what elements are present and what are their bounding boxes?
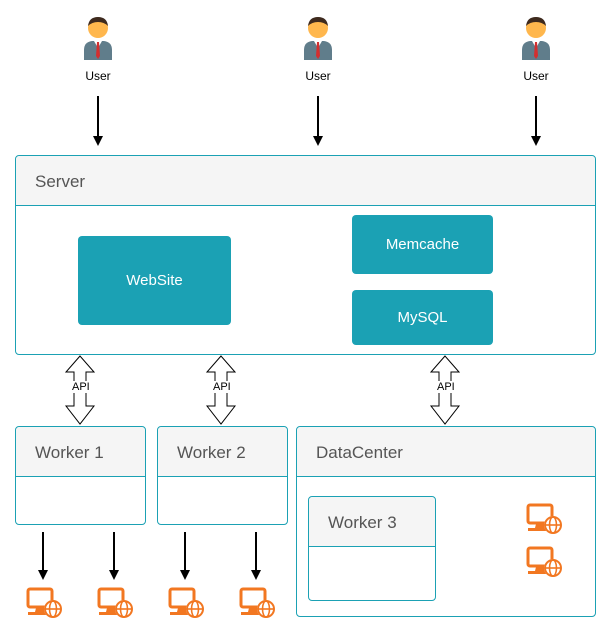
user-node: User	[496, 14, 576, 86]
user-icon	[522, 17, 550, 60]
worker-2-panel: Worker 2	[157, 426, 288, 525]
api-label: API	[71, 381, 91, 393]
worker-1-header: Worker 1	[16, 427, 145, 477]
user-icon	[304, 17, 332, 60]
memcache-box: Memcache	[352, 215, 493, 274]
user-label: User	[523, 69, 549, 83]
worker-3-title: Worker 3	[328, 513, 397, 532]
worker-3-header: Worker 3	[309, 497, 435, 547]
worker-1-title: Worker 1	[35, 443, 104, 462]
computer-globe-icon	[168, 587, 204, 618]
user-label: User	[305, 69, 331, 83]
worker-2-header: Worker 2	[158, 427, 287, 477]
website-box: WebSite	[78, 236, 231, 325]
server-title: Server	[35, 172, 86, 191]
server-header: Server	[16, 156, 595, 206]
user-label: User	[85, 69, 111, 83]
computer-globe-icon	[26, 587, 62, 618]
mysql-box: MySQL	[352, 290, 493, 345]
worker-1-panel: Worker 1	[15, 426, 146, 525]
computer-globe-icon	[97, 587, 133, 618]
user-icon	[84, 17, 112, 60]
worker-2-title: Worker 2	[177, 443, 246, 462]
user-node: User	[58, 14, 138, 86]
datacenter-header: DataCenter	[297, 427, 595, 477]
computer-globe-icon	[526, 546, 562, 577]
user-node: User	[278, 14, 358, 86]
api-label: API	[212, 381, 232, 393]
worker-3-panel: Worker 3	[308, 496, 436, 601]
computer-globe-icon	[239, 587, 275, 618]
api-label: API	[436, 381, 456, 393]
datacenter-title: DataCenter	[316, 443, 403, 462]
computer-globe-icon	[526, 503, 562, 534]
